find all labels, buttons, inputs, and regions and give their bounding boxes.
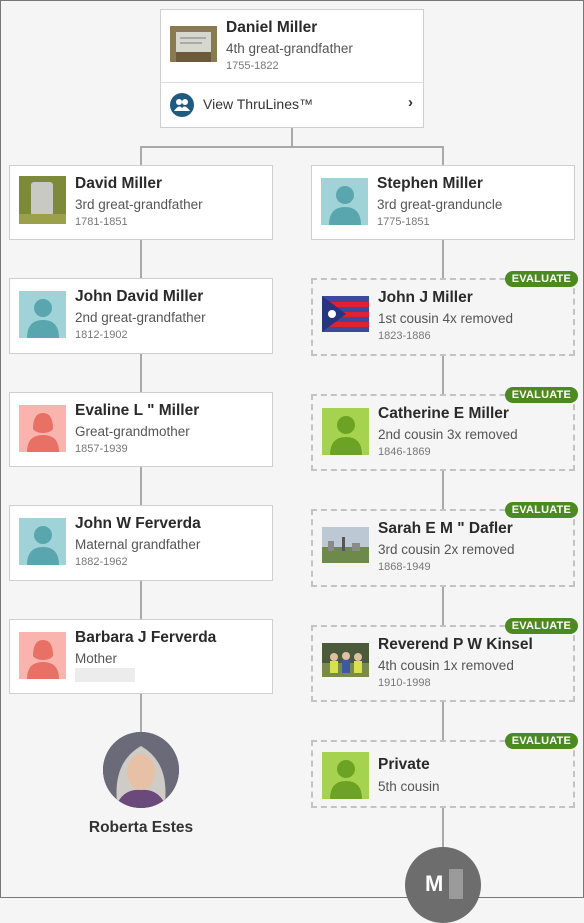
green-silhouette-icon <box>322 408 369 455</box>
person-relationship: 2nd great-grandfather <box>75 310 206 325</box>
evaluate-badge[interactable]: EVALUATE <box>504 618 578 634</box>
thrulines-icon <box>170 93 194 117</box>
person-dates: 1857-1939 <box>75 443 128 455</box>
male-silhouette-icon <box>19 291 66 338</box>
gravestone-photo-icon <box>170 26 217 62</box>
connector-line <box>140 466 142 506</box>
evaluate-badge[interactable]: EVALUATE <box>504 271 578 287</box>
person-card-john-w-ferverda[interactable]: John W Ferverda Maternal grandfather 188… <box>9 505 273 581</box>
connector-line <box>140 239 142 279</box>
connector-line <box>140 146 443 148</box>
connector-line <box>442 239 444 279</box>
group-photo-icon <box>322 643 369 677</box>
person-name[interactable]: Catherine E Miller <box>378 405 509 422</box>
person-card-john-j-miller[interactable]: EVALUATE John J Miller 1st cousin 4x rem… <box>311 271 578 356</box>
person-relationship: 5th cousin <box>378 779 440 794</box>
view-thrulines-button[interactable]: View ThruLines™ › <box>161 82 423 127</box>
home-person-name[interactable]: Roberta Estes <box>88 819 194 836</box>
person-card-sarah-dafler[interactable]: EVALUATE Sarah E M " Dafler 3rd cousin 2… <box>311 502 578 587</box>
match-initial-avatar[interactable]: M <box>405 847 481 923</box>
person-name[interactable]: Stephen Miller <box>377 175 483 192</box>
person-card-barbara-ferverda[interactable]: Barbara J Ferverda Mother <box>9 619 273 694</box>
evaluate-badge[interactable]: EVALUATE <box>504 387 578 403</box>
connector-line <box>140 353 142 393</box>
person-name[interactable]: Sarah E M " Dafler <box>378 520 513 537</box>
female-silhouette-icon <box>19 632 66 679</box>
connector-line <box>140 693 142 733</box>
ancestor-dates: 1755-1822 <box>226 60 279 72</box>
connector-line <box>442 586 444 626</box>
evaluate-badge[interactable]: EVALUATE <box>504 733 578 749</box>
match-initial: M <box>425 871 444 896</box>
connector-line <box>442 470 444 510</box>
gravestone-photo-icon <box>19 176 66 224</box>
person-card-evaline-miller[interactable]: Evaline L " Miller Great-grandmother 185… <box>9 392 273 467</box>
person-relationship: 3rd great-grandfather <box>75 197 203 212</box>
view-thrulines-label: View ThruLines™ <box>203 96 313 112</box>
connector-line <box>442 807 444 849</box>
person-relationship: Great-grandmother <box>75 424 190 439</box>
redacted-dates <box>75 668 135 682</box>
connector-line <box>442 355 444 395</box>
person-relationship: 1st cousin 4x removed <box>378 311 514 326</box>
person-card-john-david-miller[interactable]: John David Miller 2nd great-grandfather … <box>9 278 273 354</box>
female-silhouette-icon <box>19 405 66 452</box>
person-card-private[interactable]: EVALUATE Private 5th cousin <box>311 733 578 808</box>
person-relationship: 2nd cousin 3x removed <box>378 427 518 442</box>
cemetery-photo-icon <box>322 527 369 563</box>
person-relationship: 3rd cousin 2x removed <box>378 542 515 557</box>
person-relationship: Mother <box>75 651 118 666</box>
male-silhouette-icon <box>321 178 368 225</box>
redacted-initial <box>449 869 463 899</box>
person-name[interactable]: Private <box>378 756 430 773</box>
person-name[interactable]: David Miller <box>75 175 162 192</box>
connector-line <box>140 580 142 620</box>
person-dates: 1775-1851 <box>377 216 430 228</box>
person-name[interactable]: John David Miller <box>75 288 204 305</box>
person-name[interactable]: John W Ferverda <box>75 515 201 532</box>
person-dates: 1882-1962 <box>75 556 128 568</box>
profile-photo-avatar[interactable] <box>103 732 179 808</box>
person-dates: 1823-1886 <box>378 330 431 342</box>
ancestor-card[interactable]: Daniel Miller 4th great-grandfather 1755… <box>160 9 424 128</box>
connector-line <box>291 127 293 147</box>
person-card-david-miller[interactable]: David Miller 3rd great-grandfather 1781-… <box>9 165 273 240</box>
person-name[interactable]: Reverend P W Kinsel <box>378 636 533 653</box>
green-silhouette-icon <box>322 752 369 799</box>
person-relationship: 3rd great-granduncle <box>377 197 503 212</box>
chevron-right-icon: › <box>408 94 413 111</box>
person-dates: 1846-1869 <box>378 446 431 458</box>
person-dates: 1812-1902 <box>75 329 128 341</box>
connector-line <box>140 146 142 166</box>
ancestor-relationship: 4th great-grandfather <box>226 41 353 56</box>
person-relationship: 4th cousin 1x removed <box>378 658 514 673</box>
male-silhouette-icon <box>19 518 66 565</box>
person-card-p-w-kinsel[interactable]: EVALUATE Reverend P W Kinsel 4th cousin … <box>311 618 578 702</box>
person-relationship: Maternal grandfather <box>75 537 201 552</box>
person-card-catherine-miller[interactable]: EVALUATE Catherine E Miller 2nd cousin 3… <box>311 387 578 471</box>
ohio-flag-photo-icon <box>322 296 369 332</box>
person-name[interactable]: Evaline L " Miller <box>75 402 200 419</box>
person-dates: 1781-1851 <box>75 216 128 228</box>
connector-line <box>442 146 444 166</box>
person-name[interactable]: John J Miller <box>378 289 473 306</box>
person-dates: 1868-1949 <box>378 561 431 573</box>
ancestor-name[interactable]: Daniel Miller <box>226 19 318 36</box>
connector-line <box>442 701 444 741</box>
person-dates: 1910-1998 <box>378 677 431 689</box>
person-card-stephen-miller[interactable]: Stephen Miller 3rd great-granduncle 1775… <box>311 165 575 240</box>
evaluate-badge[interactable]: EVALUATE <box>504 502 578 518</box>
person-name[interactable]: Barbara J Ferverda <box>75 629 217 646</box>
